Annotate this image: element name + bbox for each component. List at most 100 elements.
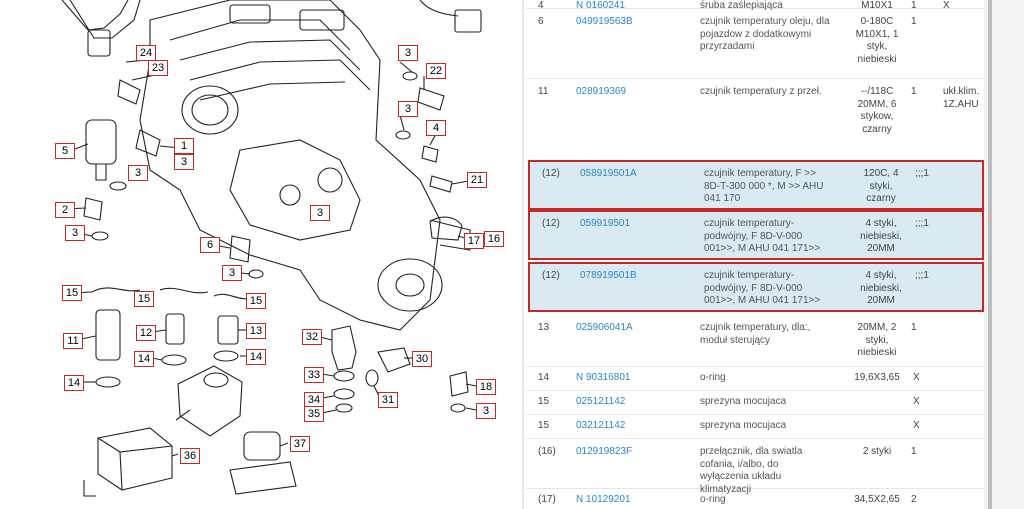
part-spec: 20MM, 2 styki, niebieski (857, 322, 897, 358)
callout-1: 1 (174, 138, 194, 154)
part-row[interactable]: 14 N 90316801 o-ring 19,6X3,65 X (526, 366, 984, 391)
part-note: X (943, 0, 950, 11)
part-position: 4 (538, 0, 544, 11)
part-spec: 4 styki, niebieski, 20MM (860, 270, 902, 306)
part-description: czujnik temperatury-podwójny, F 8D-V-000… (704, 218, 821, 254)
callout-32: 32 (302, 329, 322, 345)
callout-37: 37 (290, 436, 310, 452)
part-row[interactable]: 11 028919369 czujnik temperatury z przeł… (526, 78, 984, 161)
part-spec: --/118C 20MM, 6 stykow, czarny (857, 86, 897, 135)
part-position: 14 (538, 372, 550, 383)
callout-3: 3 (222, 265, 242, 281)
part-quantity: 1 (911, 322, 917, 333)
part-description: czujnik temperatury z przeł. (700, 86, 822, 97)
part-row-highlighted[interactable]: (12) 059919501 czujnik temperatury-podwó… (528, 210, 984, 260)
part-spec: 19,6X3,65 (854, 372, 900, 383)
callout-23: 23 (148, 60, 168, 76)
part-row[interactable]: 6 049919563B czujnik temperatury oleju, … (526, 8, 984, 79)
part-quantity: X (913, 420, 920, 431)
part-position: 11 (538, 86, 549, 97)
part-row[interactable]: 13 025906041A czujnik temperatury, dla:,… (526, 314, 984, 367)
callout-15: 15 (62, 285, 82, 301)
parts-list: 4 N 0160241 śruba zaślepiająca M10X1 1 X… (526, 0, 984, 509)
callout-16: 16 (484, 231, 504, 247)
callout-35: 35 (304, 406, 324, 422)
callout-3: 3 (65, 225, 85, 241)
callout-4: 4 (426, 120, 446, 136)
callout-22: 22 (426, 63, 446, 79)
callout-3: 3 (310, 205, 330, 221)
part-number-link[interactable]: 025121142 (576, 396, 626, 407)
callout-3: 3 (398, 101, 418, 117)
part-description: przełącznik, dla swiatla cofania, i/albo… (700, 446, 803, 495)
callout-13: 13 (246, 323, 266, 339)
callout-30: 30 (412, 351, 432, 367)
part-row[interactable]: (17) N 10129201 o-ring 34,5X2,65 2 (526, 488, 984, 509)
part-row-highlighted[interactable]: (12) 058919501A czujnik temperatury, F >… (528, 160, 984, 210)
part-row[interactable]: 4 N 0160241 śruba zaślepiająca M10X1 1 X (526, 0, 984, 11)
part-description: czujnik temperatury, F >> 8D-T-300 000 *… (704, 168, 824, 204)
callout-3: 3 (128, 165, 148, 181)
part-position: 15 (538, 396, 550, 407)
part-position: 15 (538, 420, 550, 431)
part-description: śruba zaślepiająca (700, 0, 783, 11)
part-quantity: X (913, 372, 920, 383)
part-spec: 120C, 4 styki, czarny (863, 168, 899, 204)
part-spec: 34,5X2,65 (854, 494, 900, 505)
callout-17: 17 (464, 233, 484, 249)
part-description: o-ring (700, 494, 726, 505)
scrollbar-thumb[interactable] (988, 0, 992, 509)
callout-15: 15 (134, 291, 154, 307)
callout-3: 3 (174, 154, 194, 170)
part-quantity: ;;;1 (915, 218, 929, 229)
part-quantity: ;;;1 (915, 168, 929, 179)
part-quantity: 1 (911, 0, 917, 11)
callout-3: 3 (476, 403, 496, 419)
part-quantity: 2 (911, 494, 917, 505)
part-row-highlighted[interactable]: (12) 078919501B czujnik temperatury-podw… (528, 262, 984, 312)
part-row[interactable]: 15 025121142 sprezyna mocujaca X (526, 390, 984, 415)
part-position: 13 (538, 322, 550, 333)
part-number-link[interactable]: 025906041A (576, 322, 633, 333)
part-number-link[interactable]: N 90316801 (576, 372, 631, 383)
part-position: (12) (542, 270, 560, 281)
part-number-link[interactable]: N 10129201 (576, 494, 631, 505)
exploded-parts-diagram: 24 23 3 22 3 4 5 1 3 3 21 2 3 3 6 17 16 … (55, 0, 504, 497)
callout-5: 5 (55, 143, 75, 159)
diagram-drawing (61, 0, 482, 497)
part-number-link[interactable]: 059919501 (580, 218, 631, 229)
part-quantity: 1 (911, 446, 917, 457)
part-number-link[interactable]: 012919823F (576, 446, 633, 457)
part-number-link[interactable]: 078919501B (580, 270, 637, 281)
part-description: czujnik temperatury oleju, dla pojazdow … (700, 16, 830, 52)
callout-14: 14 (246, 349, 266, 365)
callout-33: 33 (304, 367, 324, 383)
part-quantity: ;;;1 (915, 270, 929, 281)
part-number-link[interactable]: 032121142 (576, 420, 626, 431)
part-position: (16) (538, 446, 556, 457)
part-position: (12) (542, 218, 560, 229)
part-row[interactable]: (16) 012919823F przełącznik, dla swiatla… (526, 438, 984, 495)
part-row[interactable]: 15 032121142 sprezyna mocujaca X (526, 414, 984, 439)
part-description: o-ring (700, 372, 726, 383)
callout-6: 6 (200, 237, 220, 253)
part-spec: M10X1 (861, 0, 893, 11)
callout-31: 31 (378, 392, 398, 408)
part-spec: 0-180C M10X1, 1 styk, niebieski (855, 16, 899, 65)
part-number-link[interactable]: 058919501A (580, 168, 637, 179)
callout-21: 21 (467, 172, 487, 188)
part-position: (12) (542, 168, 560, 179)
part-number-link[interactable]: 049919563B (576, 16, 633, 27)
part-quantity: 1 (911, 16, 917, 27)
part-number-link[interactable]: 028919369 (576, 86, 627, 97)
part-description: sprezyna mocujaca (700, 396, 787, 407)
scrollbar[interactable] (984, 0, 1024, 509)
panel-divider (522, 0, 524, 509)
part-spec: 4 styki, niebieski, 20MM (860, 218, 902, 254)
callout-36: 36 (180, 448, 200, 464)
part-note: ukł.klim. 1Z,AHU (943, 86, 980, 110)
part-quantity: 1 (911, 86, 917, 97)
part-description: czujnik temperatury, dla:, moduł sterują… (700, 322, 811, 346)
part-number-link[interactable]: N 0160241 (576, 0, 625, 11)
callout-12: 12 (136, 325, 156, 341)
